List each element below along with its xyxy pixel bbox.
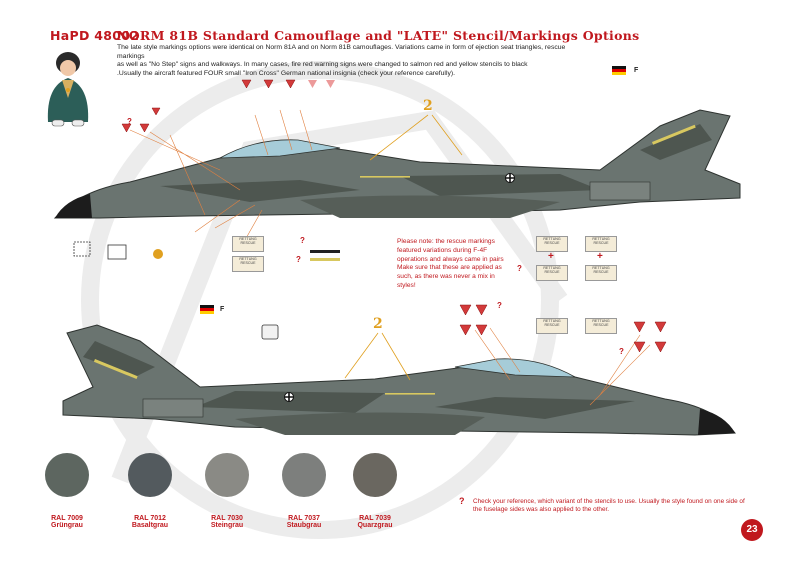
plus-sign: +: [548, 251, 554, 262]
page-title: NORM 81B Standard Camouflage and "LATE" …: [117, 28, 640, 43]
plus-sign: +: [597, 251, 603, 262]
german-flag-icon: [200, 305, 214, 314]
swatch-code: RAL 7012: [134, 515, 166, 522]
swatch-name: Staubgrau: [286, 522, 322, 529]
footnote: ? Check your reference, which variant of…: [459, 496, 748, 515]
swatch-name: Basaltgrau: [131, 522, 169, 529]
question-mark: ?: [517, 264, 522, 273]
question-mark: ?: [497, 301, 502, 310]
swatch-color: [282, 453, 326, 497]
mascot-figure: [47, 52, 89, 127]
description-line: as well as "No Step" signs and walkways.…: [117, 61, 528, 69]
question-mark: ?: [300, 236, 305, 245]
swatch-code: RAL 7009: [51, 515, 83, 522]
swatch-code: RAL 7037: [288, 515, 320, 522]
question-mark: ?: [619, 347, 624, 356]
paint-swatch: RAL 7030 Steingrau: [202, 453, 252, 529]
footnote-question-mark: ?: [459, 496, 465, 506]
description-line: .Usually the aircraft featured FOUR smal…: [117, 69, 456, 77]
page-number: 23: [741, 519, 763, 541]
flag-label: F: [634, 67, 639, 74]
description-line: The late style markings options were ide…: [117, 44, 566, 60]
rescue-note: Please note: the rescue markings feature…: [397, 238, 504, 289]
question-mark: ?: [296, 255, 301, 264]
paint-swatch: RAL 7012 Basaltgrau: [125, 453, 175, 529]
question-mark: ?: [127, 117, 132, 126]
swatch-code: RAL 7039: [359, 515, 391, 522]
paint-swatch: RAL 7009 Grüngrau: [42, 453, 92, 529]
flag-label: F: [220, 306, 225, 313]
swatch-code: RAL 7030: [211, 515, 243, 522]
swatch-name: Quarzgrau: [357, 522, 393, 529]
paint-swatch: RAL 7037 Staubgrau: [279, 453, 329, 529]
swatch-name: Steingrau: [210, 522, 244, 529]
german-flag-icon: [612, 66, 626, 75]
aircraft-right-side-view: [62, 324, 736, 436]
aircraft-left-side-view: [53, 109, 741, 219]
swatch-name: Grüngrau: [51, 522, 83, 529]
description: The late style markings options were ide…: [117, 44, 577, 78]
swatch-color: [45, 453, 89, 497]
callout-number: 2: [423, 98, 433, 114]
swatch-color: [205, 453, 249, 497]
callout-number: 2: [373, 316, 383, 332]
footnote-text: Check your reference, which variant of t…: [473, 498, 745, 514]
swatch-color: [128, 453, 172, 497]
paint-swatch: RAL 7039 Quarzgrau: [350, 453, 400, 529]
product-code: HaPD 48002: [50, 28, 140, 43]
swatch-color: [353, 453, 397, 497]
